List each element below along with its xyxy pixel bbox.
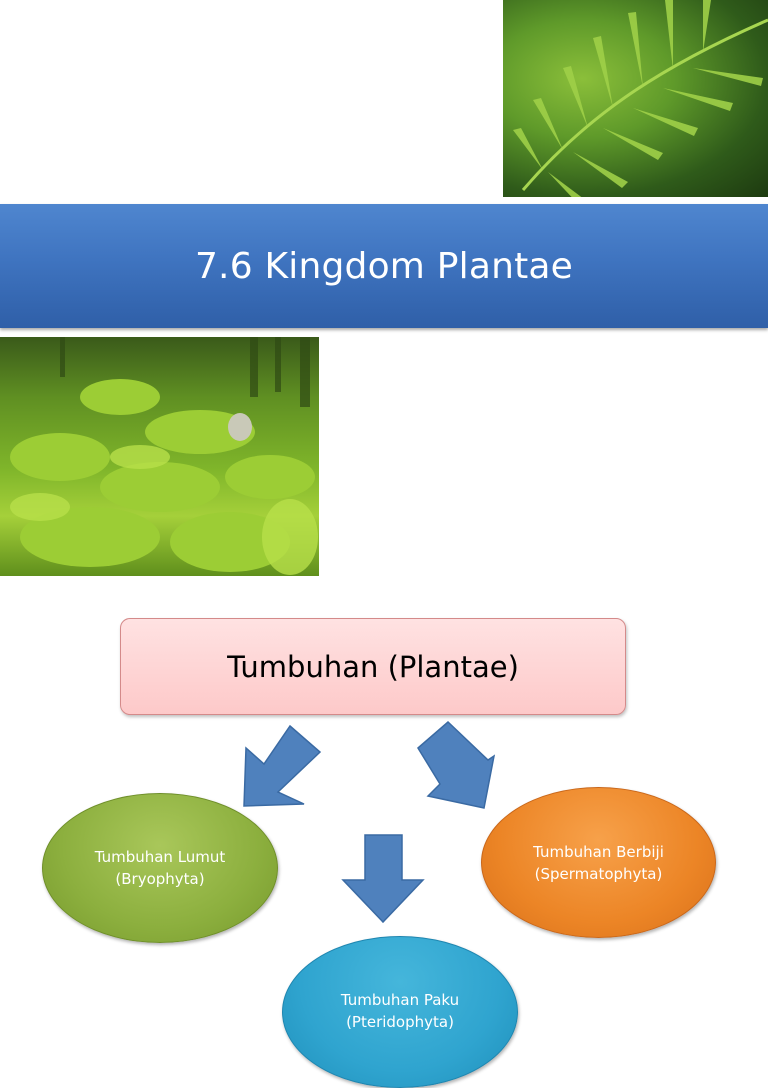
root-node-label: Tumbuhan (Plantae) bbox=[227, 649, 519, 684]
moss-photo bbox=[0, 337, 319, 576]
slide-title: 7.6 Kingdom Plantae bbox=[194, 245, 574, 287]
node-pteridophyta-latin: (Pteridophyta) bbox=[346, 1013, 454, 1031]
node-bryophyta-latin: (Bryophyta) bbox=[115, 870, 205, 888]
node-spermatophyta-name: Tumbuhan Berbiji bbox=[533, 842, 664, 861]
root-node-plantae: Tumbuhan (Plantae) bbox=[120, 618, 626, 715]
title-banner: 7.6 Kingdom Plantae bbox=[0, 204, 768, 328]
node-spermatophyta-latin: (Spermatophyta) bbox=[534, 864, 663, 883]
node-bryophyta-name: Tumbuhan Lumut bbox=[94, 848, 226, 866]
moss-illustration bbox=[10, 337, 318, 575]
arrow-to-lumut bbox=[243, 724, 322, 807]
node-bryophyta: Tumbuhan Lumut (Bryophyta) bbox=[42, 793, 278, 943]
node-spermatophyta: Tumbuhan Berbiji (Spermatophyta) bbox=[481, 787, 716, 938]
node-pteridophyta: Tumbuhan Paku (Pteridophyta) bbox=[282, 936, 518, 1088]
fern-illustration bbox=[513, 0, 768, 197]
arrow-to-paku bbox=[341, 834, 425, 924]
node-pteridophyta-name: Tumbuhan Paku bbox=[340, 991, 460, 1009]
fern-photo bbox=[503, 0, 768, 197]
arrow-to-berbiji bbox=[417, 720, 496, 809]
